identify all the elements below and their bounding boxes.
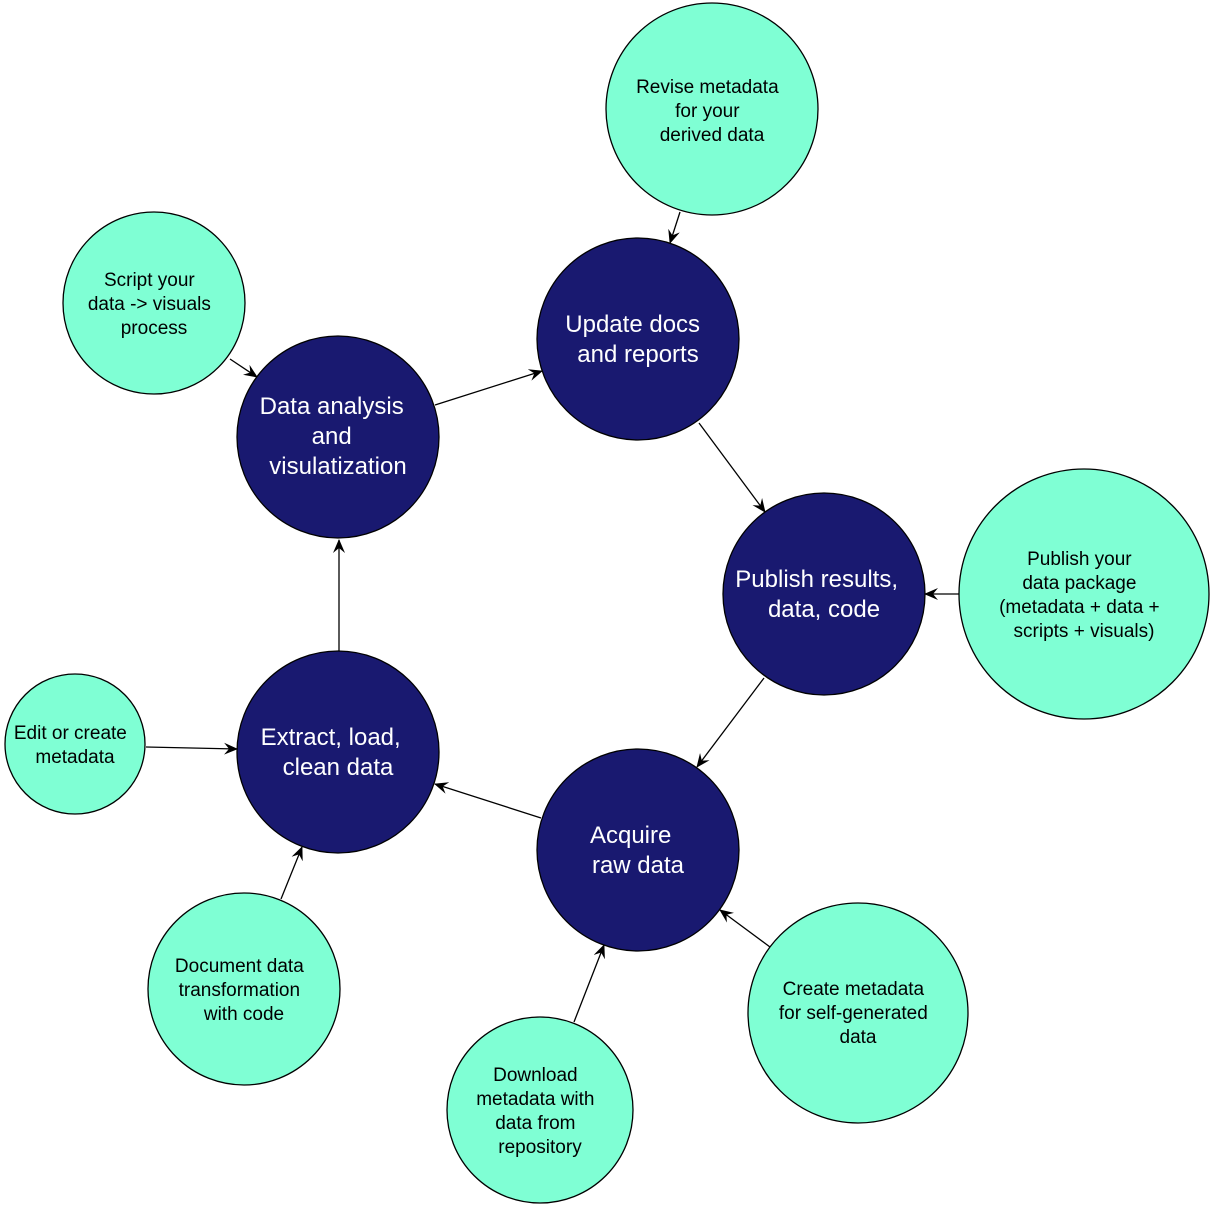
- edge-acquire-to-extract: [434, 782, 542, 819]
- svg-text:Acquire raw data: Acquire raw data: [590, 822, 685, 879]
- node-script-visuals-line-2: data -> visuals: [88, 294, 211, 315]
- svg-text:Document data transforma: Document data transformation with code: [175, 956, 309, 1025]
- node-update-docs-line-2: and reports: [577, 341, 698, 368]
- node-edit-metadata-line-2: metadata: [35, 747, 115, 768]
- node-data-analysis-line-3: visulatization: [269, 453, 406, 480]
- node-download-metadata-line-4: repository: [498, 1137, 582, 1158]
- node-create-metadata: Create metadata for self-generated data: [747, 902, 969, 1124]
- svg-text:Publish results, data, c: Publish results, data, code: [735, 566, 904, 623]
- edge-edit-to-extract: [145, 742, 238, 755]
- node-revise-metadata-line-2: for your: [675, 101, 740, 122]
- edge-create-to-acquire: [719, 909, 771, 948]
- svg-text:Revise metadata for your: Revise metadata for your derived data: [636, 77, 784, 146]
- node-acquire-raw-data: Acquire raw data: [536, 748, 740, 952]
- node-publish-package-line-2: data package: [1022, 573, 1136, 594]
- node-edit-metadata-line-1: Edit or create: [14, 723, 127, 744]
- node-publish-package-line-1: Publish your: [1027, 549, 1132, 570]
- node-script-visuals: Script your data -> visuals process: [62, 211, 246, 395]
- node-acquire-raw-data-line-2: raw data: [592, 852, 685, 879]
- node-download-metadata-line-3: data from: [495, 1113, 575, 1134]
- node-data-analysis: Data analysis and visulatization: [236, 335, 440, 539]
- node-create-metadata-line-1: Create metadata: [783, 979, 925, 1000]
- edges: [145, 211, 959, 1023]
- node-edit-metadata: Edit or create metadata: [4, 673, 146, 815]
- edge-revise-to-update: [668, 211, 681, 244]
- edge-analysis-to-update: [434, 369, 543, 406]
- svg-text:Publish your data packag: Publish your data package (metadata + da…: [999, 549, 1165, 642]
- svg-text:Data analysis and: Data analysis and visulatization: [260, 393, 411, 480]
- node-document-transformation-line-3: with code: [203, 1004, 284, 1025]
- svg-text:Create metadata for self: Create metadata for self-generated data: [779, 979, 933, 1048]
- edge-publish-to-acquire: [696, 677, 765, 768]
- node-script-visuals-line-1: Script your: [104, 270, 195, 291]
- edge-script-to-analysis: [229, 358, 258, 378]
- node-download-metadata-line-1: Download: [493, 1065, 578, 1086]
- node-extract-load-line-1: Extract, load,: [261, 724, 401, 751]
- edge-download-to-acquire: [573, 944, 605, 1023]
- svg-text:Update docs and reports: Update docs and reports: [565, 311, 706, 368]
- node-script-visuals-line-3: process: [121, 318, 188, 339]
- node-document-transformation-line-2: transformation: [179, 980, 300, 1001]
- node-acquire-raw-data-line-1: Acquire: [590, 822, 671, 849]
- node-publish-package: Publish your data package (metadata + da…: [958, 468, 1210, 720]
- node-publish-package-line-4: scripts + visuals): [1014, 621, 1155, 642]
- node-download-metadata: Download metadata with data from reposit…: [446, 1016, 634, 1204]
- node-revise-metadata: Revise metadata for your derived data: [605, 2, 819, 216]
- node-revise-metadata-line-3: derived data: [660, 125, 765, 146]
- edge-document-to-extract: [280, 846, 303, 900]
- svg-text:Download metadata with: Download metadata with data from reposit…: [476, 1065, 600, 1158]
- node-download-metadata-line-2: metadata with: [476, 1089, 594, 1110]
- node-extract-load-line-2: clean data: [283, 754, 394, 781]
- node-document-transformation-line-1: Document data: [175, 956, 304, 977]
- edge-update-to-publish: [698, 422, 766, 513]
- svg-text:Script your data -> visu: Script your data -> visuals process: [88, 270, 216, 339]
- node-data-analysis-line-1: Data analysis: [260, 393, 404, 420]
- node-publish-results-line-1: Publish results,: [735, 566, 898, 593]
- node-publish-results: Publish results, data, code: [722, 492, 926, 696]
- svg-text:Extract, load, clean dat: Extract, load, clean data: [261, 724, 408, 781]
- node-data-analysis-line-2: and: [312, 423, 352, 450]
- node-create-metadata-line-2: for self-generated: [779, 1003, 928, 1024]
- node-create-metadata-line-3: data: [840, 1027, 877, 1048]
- node-update-docs: Update docs and reports: [536, 237, 740, 441]
- node-publish-results-line-2: data, code: [768, 596, 880, 623]
- node-extract-load: Extract, load, clean data: [236, 650, 440, 854]
- node-document-transformation: Document data transformation with code: [147, 892, 341, 1086]
- node-publish-package-line-3: (metadata + data +: [999, 597, 1160, 618]
- node-update-docs-line-1: Update docs: [565, 311, 700, 338]
- svg-text:Edit or create metadata: Edit or create metadata: [14, 723, 132, 768]
- node-revise-metadata-line-1: Revise metadata: [636, 77, 779, 98]
